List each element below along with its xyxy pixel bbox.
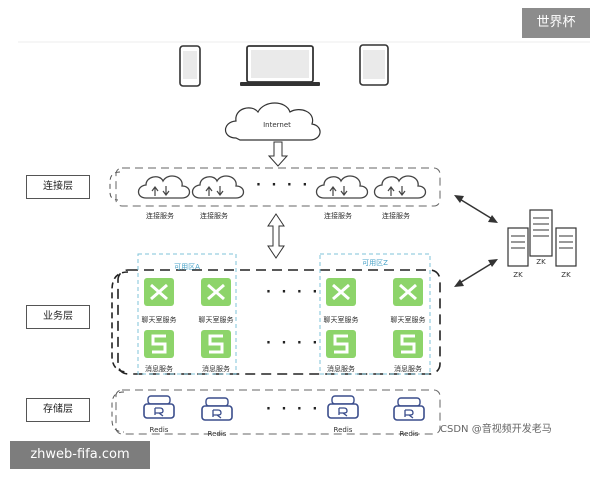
ellipsis: · · · · [266,285,321,300]
connection-service-label: 连接服务 [382,212,410,220]
site-url-badge: zhweb-fifa.com [10,441,150,469]
chat-service-label: 聊天室服务 [390,316,426,324]
message-service-label: 消息服务 [327,365,355,373]
redis-icon [143,395,175,419]
zk-server-icon [507,227,529,267]
redis-label: Redis [207,430,227,438]
chat-service-icon [326,278,356,306]
cloud-icon [224,102,321,141]
zk-label: ZK [536,258,546,266]
ellipsis: · · · · [256,178,311,193]
message-service-label: 消息服务 [202,365,230,373]
message-service-icon [393,330,423,358]
double-arrow-diagonal-icon [454,195,498,223]
ellipsis: · · · · [266,336,321,351]
message-service-icon [326,330,356,358]
chat-service-label: 聊天室服务 [323,316,359,324]
redis-icon [393,397,425,421]
double-arrow-diagonal-icon [454,259,498,287]
redis-label: Redis [149,426,169,434]
zk-server-icon [555,227,577,267]
connection-service-label: 连接服务 [200,212,228,220]
laptop-icon [240,45,320,86]
business-layer-label: 业务层 [26,305,90,329]
connection-service-icon [191,175,245,199]
message-service-label: 消息服务 [394,365,422,373]
message-service-icon [201,330,231,358]
zk-label: ZK [513,271,523,279]
chat-service-icon [144,278,174,306]
redis-icon [201,397,233,421]
connection-service-icon [315,175,369,199]
chat-service-label: 聊天室服务 [198,316,234,324]
ellipsis: · · · · [266,402,321,417]
redis-icon [327,395,359,419]
zk-server-icon [529,209,553,257]
connection-service-icon [373,175,427,199]
double-arrow-vertical-icon [267,213,285,259]
storage-layer-label: 存储层 [26,398,90,422]
redis-label: Redis [333,426,353,434]
connection-layer-label: 连接层 [26,175,90,199]
internet-label: Internet [263,121,291,129]
tablet-icon [359,44,389,86]
redis-label: Redis [399,430,419,438]
connection-service-icon [137,175,191,199]
connection-service-label: 连接服务 [324,212,352,220]
message-service-label: 消息服务 [145,365,173,373]
phone-icon [179,45,201,87]
arrow-down-icon [267,141,289,167]
connection-service-label: 连接服务 [146,212,174,220]
site-badge: 世界杯 [522,8,590,38]
zk-label: ZK [561,271,571,279]
availability-zone-label: 可用区Z [362,259,388,267]
watermark-text: CSDN @音视频开发老马 [440,424,552,435]
chat-service-icon [393,278,423,306]
message-service-icon [144,330,174,358]
availability-zone-label: 可用区A [174,263,200,271]
chat-service-label: 聊天室服务 [141,316,177,324]
chat-service-icon [201,278,231,306]
